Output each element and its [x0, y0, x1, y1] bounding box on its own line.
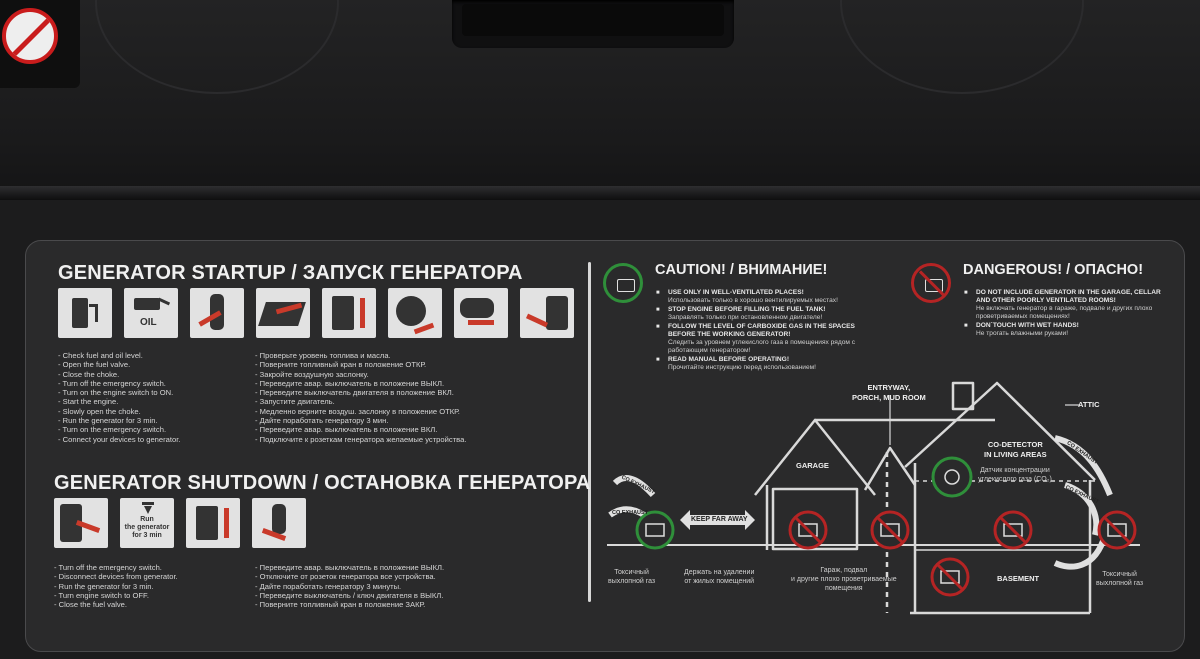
- choke-icon: [256, 288, 310, 338]
- caution-title: CAUTION! / ВНИМАНИЕ!: [655, 262, 828, 278]
- list-item: - Start the engine.: [58, 397, 119, 407]
- shutdown-steps-ru: - Переведите авар. выключатель в положен…: [255, 563, 444, 609]
- list-item: - Проверьте уровень топлива и масла.: [255, 351, 391, 360]
- generator-forbidden-icon: [1097, 510, 1137, 550]
- list-item: - Дайте поработать генератору 3 мин.: [255, 416, 389, 426]
- caution-list: USE ONLY IN WELL-VENTILATED PLACES!Испол…: [656, 289, 871, 373]
- list-item: - Переведите авар. выключатель в положен…: [255, 378, 445, 388]
- list-item: - Turn engine switch to OFF.: [54, 590, 149, 600]
- list-item: DO NOT INCLUDE GENERATOR IN THE GARAGE, …: [976, 289, 1164, 321]
- list-item: - Turn off the emergency switch.: [54, 563, 162, 572]
- startup-title: GENERATOR STARTUP / ЗАПУСК ГЕНЕРАТОРА: [58, 262, 523, 284]
- list-item: - Запустите двигатель.: [255, 397, 335, 407]
- startup-steps-en: - Check fuel and oil level. - Open the f…: [58, 351, 180, 444]
- generator-ok-icon: [635, 510, 675, 550]
- startup-steps-ru: - Проверьте уровень топлива и масла. - П…: [255, 351, 466, 444]
- caution-generator-icon: [603, 263, 643, 303]
- fuel-pump-icon: [58, 288, 112, 338]
- hourglass-icon: Run the generator for 3 min: [120, 498, 174, 548]
- list-item: - Slowly open the choke.: [58, 406, 141, 416]
- switch-off-icon: [186, 498, 240, 548]
- oil-can-icon: OIL: [124, 288, 178, 338]
- pull-start-icon: [454, 288, 508, 338]
- housing-edge: [0, 186, 1200, 200]
- list-item: - Переведите авар. выключатель в положен…: [255, 425, 438, 435]
- engine-switch-icon: [388, 288, 442, 338]
- unplug-icon: [54, 498, 108, 548]
- attic-label: ATTIC: [1078, 400, 1100, 409]
- generator-forbidden-icon: [788, 510, 828, 550]
- keep-far-away-label: KEEP FAR AWAY: [691, 516, 748, 523]
- outlet-plug-icon: [520, 288, 574, 338]
- list-item: - Переведите выключатель двигателя в пол…: [255, 388, 454, 398]
- emergency-switch-icon: [322, 288, 376, 338]
- co-detector-icon: [931, 456, 973, 498]
- list-item: - Отключите от розеток генератора все ус…: [255, 572, 436, 582]
- list-item: - Медленно верните воздуш. заслонку в по…: [255, 406, 460, 416]
- entryway-label: ENTRYWAY,PORCH, MUD ROOM: [852, 383, 926, 402]
- list-item: - Close the choke.: [58, 369, 120, 379]
- generator-forbidden-icon: [870, 510, 910, 550]
- list-item: STOP ENGINE BEFORE FILLING THE FUEL TANK…: [668, 306, 871, 322]
- list-item: - Переведите авар. выключатель в положен…: [255, 563, 445, 572]
- list-item: FOLLOW THE LEVEL OF CARBOXIDE GAS IN THE…: [668, 323, 871, 355]
- co-exhaust-label: CO EXHAUST: [612, 510, 649, 516]
- list-item: - Поверните топливный кран в положение З…: [255, 600, 426, 610]
- list-item: - Поверните топливный кран в положение О…: [255, 360, 427, 370]
- danger-generator-icon: [911, 263, 951, 303]
- run-label: Run the generator for 3 min: [124, 516, 170, 539]
- list-item: - Disconnect devices from generator.: [54, 572, 178, 582]
- list-item: READ MANUAL BEFORE OPERATING!Прочитайте …: [668, 356, 871, 372]
- list-item: DON`TOUCH WITH WET HANDS!Не трогать влаж…: [976, 322, 1164, 338]
- shutdown-icons: Run the generator for 3 min: [54, 498, 306, 548]
- no-touch-icon: [2, 8, 58, 64]
- list-item: - Close the fuel valve.: [54, 600, 128, 610]
- list-item: - Дайте поработать генератору 3 минуты.: [255, 581, 402, 591]
- fuel-valve-icon: [190, 288, 244, 338]
- carry-handle-grip: [462, 4, 724, 36]
- list-item: - Run the generator for 3 min.: [54, 581, 154, 591]
- startup-icons: OIL: [58, 288, 574, 338]
- shutdown-title: GENERATOR SHUTDOWN / ОСТАНОВКА ГЕНЕРАТОР…: [54, 472, 591, 494]
- generator-forbidden-icon: [930, 557, 970, 597]
- list-item: - Turn off the emergency switch.: [58, 378, 166, 388]
- list-item: - Run the generator for 3 min.: [58, 416, 158, 426]
- warning-sticker: [0, 0, 80, 88]
- list-item: - Turn on the emergency switch.: [58, 425, 167, 435]
- list-item: - Закройте воздушную заслонку.: [255, 369, 369, 379]
- list-item: USE ONLY IN WELL-VENTILATED PLACES!Испол…: [668, 289, 871, 305]
- shutdown-steps-en: - Turn off the emergency switch. - Disco…: [54, 563, 178, 609]
- fuel-valve-close-icon: [252, 498, 306, 548]
- garage-label: GARAGE: [796, 461, 829, 470]
- list-item: - Connect your devices to generator.: [58, 434, 181, 444]
- basement-label: BASEMENT: [997, 574, 1040, 583]
- danger-title: DANGEROUS! / ОПАСНО!: [963, 262, 1144, 278]
- label-divider: [588, 262, 591, 602]
- list-item: - Open the fuel valve.: [58, 360, 131, 370]
- generator-forbidden-icon: [993, 510, 1033, 550]
- house-diagram: [607, 381, 1140, 615]
- list-item: - Подключите к розеткам генератора желае…: [255, 434, 467, 444]
- list-item: - Check fuel and oil level.: [58, 351, 143, 360]
- list-item: - Turn on the engine switch to ON.: [58, 388, 174, 398]
- list-item: - Переведите выключатель / ключ двигател…: [255, 590, 444, 600]
- danger-list: DO NOT INCLUDE GENERATOR IN THE GARAGE, …: [964, 289, 1164, 339]
